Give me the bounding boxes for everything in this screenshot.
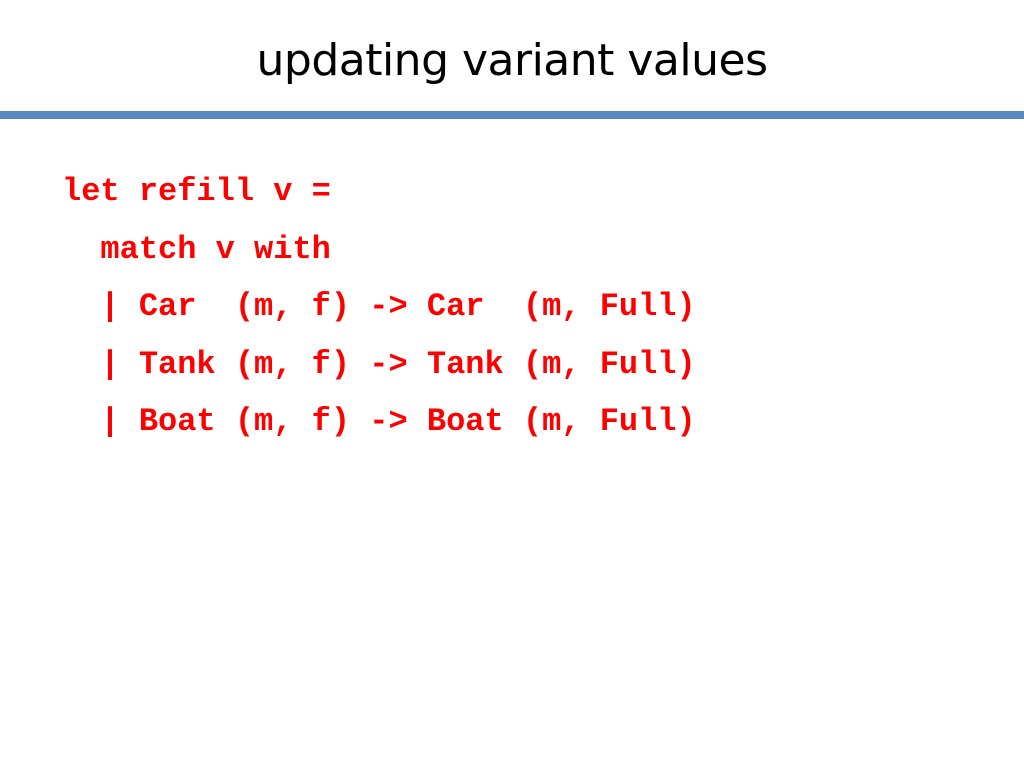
code-block: let refill v = match v with | Car (m, f)… [62, 163, 962, 451]
code-line: | Boat (m, f) -> Boat (m, Full) [62, 403, 696, 440]
code-line: | Tank (m, f) -> Tank (m, Full) [62, 345, 696, 383]
code-line: | Car (m, f) -> Car (m, Full) [62, 288, 696, 325]
title-divider [0, 111, 1024, 119]
slide-title: updating variant values [256, 35, 769, 86]
code-line: match v with [62, 230, 331, 268]
code-line: let refill v = [62, 173, 331, 210]
